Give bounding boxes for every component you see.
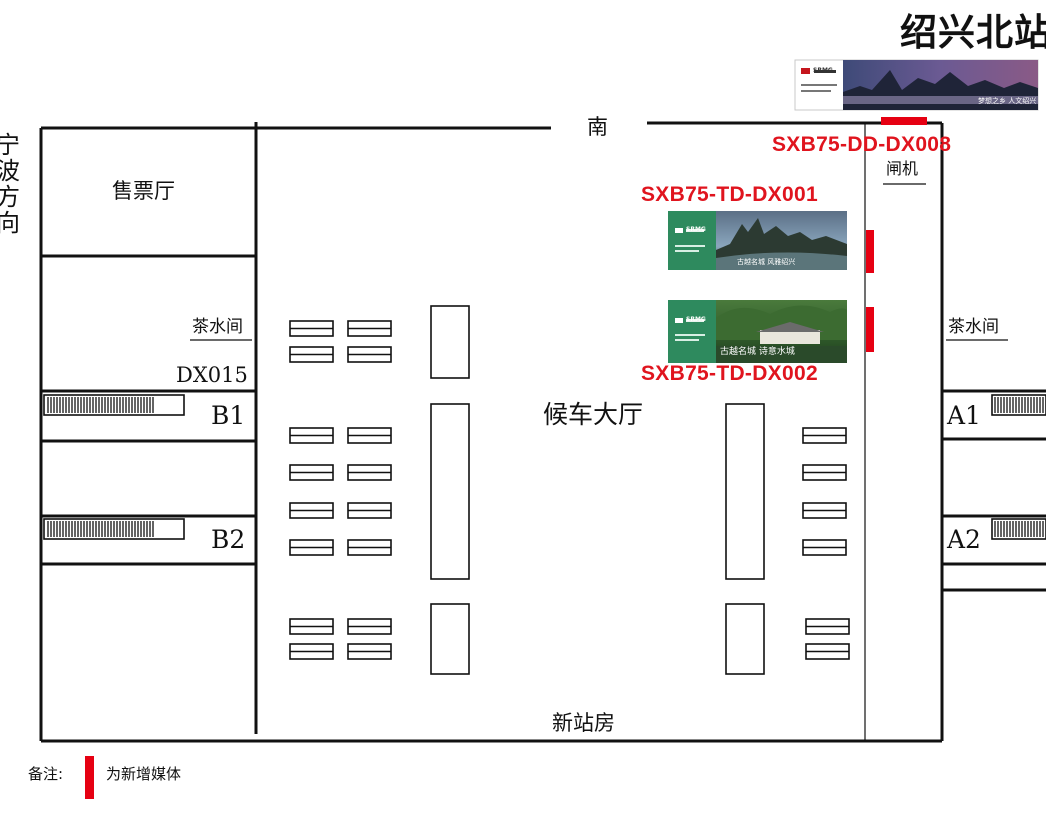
bench-rows: [289, 320, 850, 660]
a1-label: A1: [947, 401, 981, 430]
media-code-td-dx002: SXB75-TD-DX002: [641, 362, 818, 385]
billboard-top-slogan: 梦想之乡 人文绍兴: [978, 97, 1037, 105]
a2-label: A2: [947, 525, 981, 554]
new-media-marker-dx002: [866, 307, 874, 352]
new-media-marker-dx008: [881, 117, 927, 125]
direction-label: 宁波方向: [0, 131, 20, 237]
new-media-marker-dx001: [866, 230, 874, 273]
billboard-dx002-slogan: 古越名城 诗意水城: [720, 347, 795, 357]
south-label: 南: [587, 115, 608, 139]
legend-marker: [85, 756, 94, 799]
ticket-hall-label: 售票厅: [112, 179, 175, 203]
media-code-td-dx001: SXB75-TD-DX001: [641, 183, 818, 206]
tea-room-left-label: 茶水间: [192, 317, 243, 337]
new-station-house-label: 新站房: [552, 711, 615, 735]
billboard-dx001: [668, 211, 847, 270]
partition-lines: [190, 123, 1008, 741]
station-title: 绍兴北站: [900, 11, 1046, 54]
bench-group-right: [802, 427, 850, 660]
b1-label: B1: [211, 401, 246, 430]
legend-text: 为新增媒体: [106, 765, 182, 783]
billboard-dx002: [668, 300, 847, 363]
legend-prefix: 备注:: [28, 765, 64, 783]
pillar-blocks: [430, 305, 765, 675]
new-media-markers: [85, 117, 927, 799]
billboard-top-brand: SRMG: [813, 67, 833, 74]
tea-room-right-label: 茶水间: [948, 317, 999, 337]
walls: [39, 121, 1046, 743]
media-code-dd-dx008: SXB75-DD-DX008: [772, 133, 952, 156]
escalator-steps: [47, 397, 1044, 537]
billboard-dx002-brand: SRMG: [686, 316, 706, 323]
b2-label: B2: [211, 525, 246, 554]
billboard-dx001-brand: SRMG: [686, 226, 706, 233]
bench-group-left: [289, 320, 392, 660]
escalators: [43, 394, 1046, 540]
dx015-label: DX015: [176, 363, 248, 387]
billboard-top: [794, 59, 1039, 111]
gate-label: 闸机: [886, 159, 919, 178]
waiting-hall-label: 候车大厅: [543, 400, 644, 429]
billboard-dx001-slogan: 古越名城 风雅绍兴: [737, 258, 796, 266]
